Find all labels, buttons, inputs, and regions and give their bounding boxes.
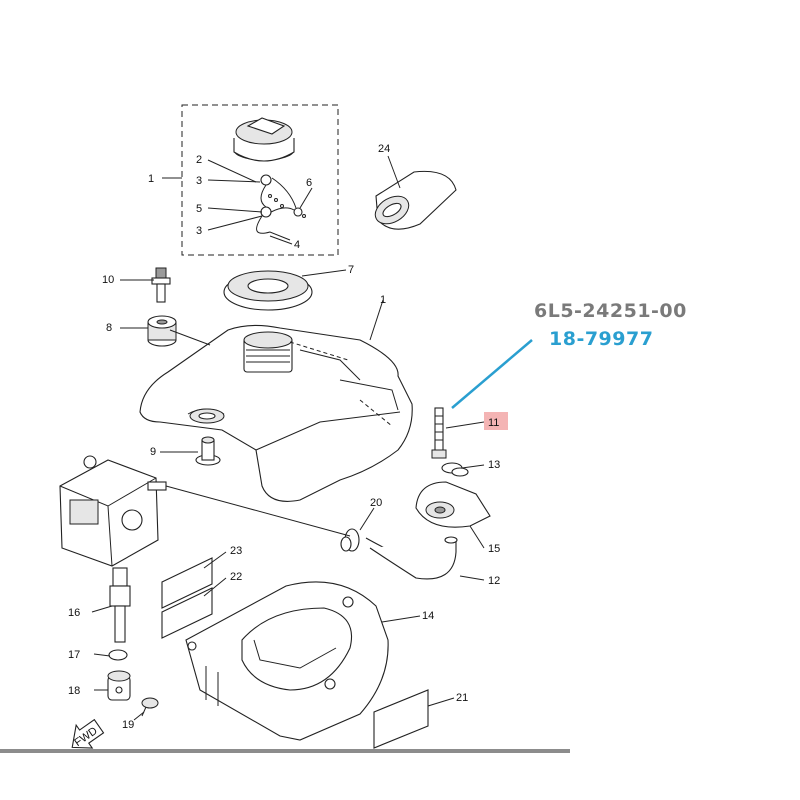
knob-18 bbox=[107, 670, 131, 701]
label-7: 7 bbox=[348, 264, 354, 276]
reference-number-callout: 18-79977 bbox=[549, 328, 654, 350]
label-16: 16 bbox=[68, 607, 80, 619]
label-12: 12 bbox=[488, 575, 500, 587]
label-22: 22 bbox=[230, 571, 242, 583]
screw-19 bbox=[141, 697, 159, 717]
fuel-tank bbox=[139, 324, 413, 502]
clip-13 bbox=[441, 462, 469, 477]
cap-assembly-group-box bbox=[181, 104, 339, 256]
fuel-cap bbox=[233, 117, 295, 162]
label-20: 20 bbox=[370, 497, 382, 509]
label-13: 13 bbox=[488, 459, 500, 471]
leader-lines bbox=[91, 155, 485, 721]
cap-cord-assembly bbox=[256, 174, 306, 241]
label-sheets bbox=[161, 557, 429, 749]
screw-11 bbox=[431, 407, 447, 459]
o-ring-17 bbox=[108, 649, 128, 661]
label-19: 19 bbox=[122, 719, 134, 731]
label-15: 15 bbox=[488, 543, 500, 555]
label-3a: 2 bbox=[196, 154, 202, 166]
label-5: 5 bbox=[196, 203, 202, 215]
choke-rod-16 bbox=[109, 567, 131, 643]
grommet-8 bbox=[147, 315, 177, 347]
tank-gasket bbox=[223, 270, 313, 311]
label-17: 17 bbox=[68, 649, 80, 661]
label-9: 9 bbox=[150, 446, 156, 458]
label-1: 1 bbox=[380, 294, 386, 306]
label-8: 8 bbox=[106, 322, 112, 334]
label-23: 23 bbox=[230, 545, 242, 557]
carburetor bbox=[59, 455, 351, 567]
callout-highlight bbox=[484, 412, 508, 430]
label-3b: 3 bbox=[196, 225, 202, 237]
label-18: 18 bbox=[68, 685, 80, 697]
part-number-callout: 6L5-24251-00 bbox=[534, 300, 687, 322]
collar-9 bbox=[195, 436, 221, 466]
label-2: 1 bbox=[148, 173, 154, 185]
bottom-rule bbox=[0, 749, 570, 753]
label-4: 4 bbox=[294, 239, 300, 251]
fuel-cock-15 bbox=[415, 481, 491, 528]
label-21: 21 bbox=[456, 692, 468, 704]
label-10: 10 bbox=[102, 274, 114, 286]
tank-bracket-14 bbox=[185, 581, 389, 741]
hose-clip-20 bbox=[340, 528, 360, 552]
callout-line bbox=[451, 339, 533, 409]
fuel-hose-12 bbox=[365, 536, 458, 580]
label-24: 24 bbox=[378, 143, 390, 155]
label-6b: 6 bbox=[306, 177, 312, 189]
label-14: 14 bbox=[422, 610, 434, 622]
label-6a: 3 bbox=[196, 175, 202, 187]
hose-joint bbox=[374, 170, 457, 230]
bolt-10 bbox=[151, 267, 171, 303]
label-11: 11 bbox=[488, 417, 499, 429]
